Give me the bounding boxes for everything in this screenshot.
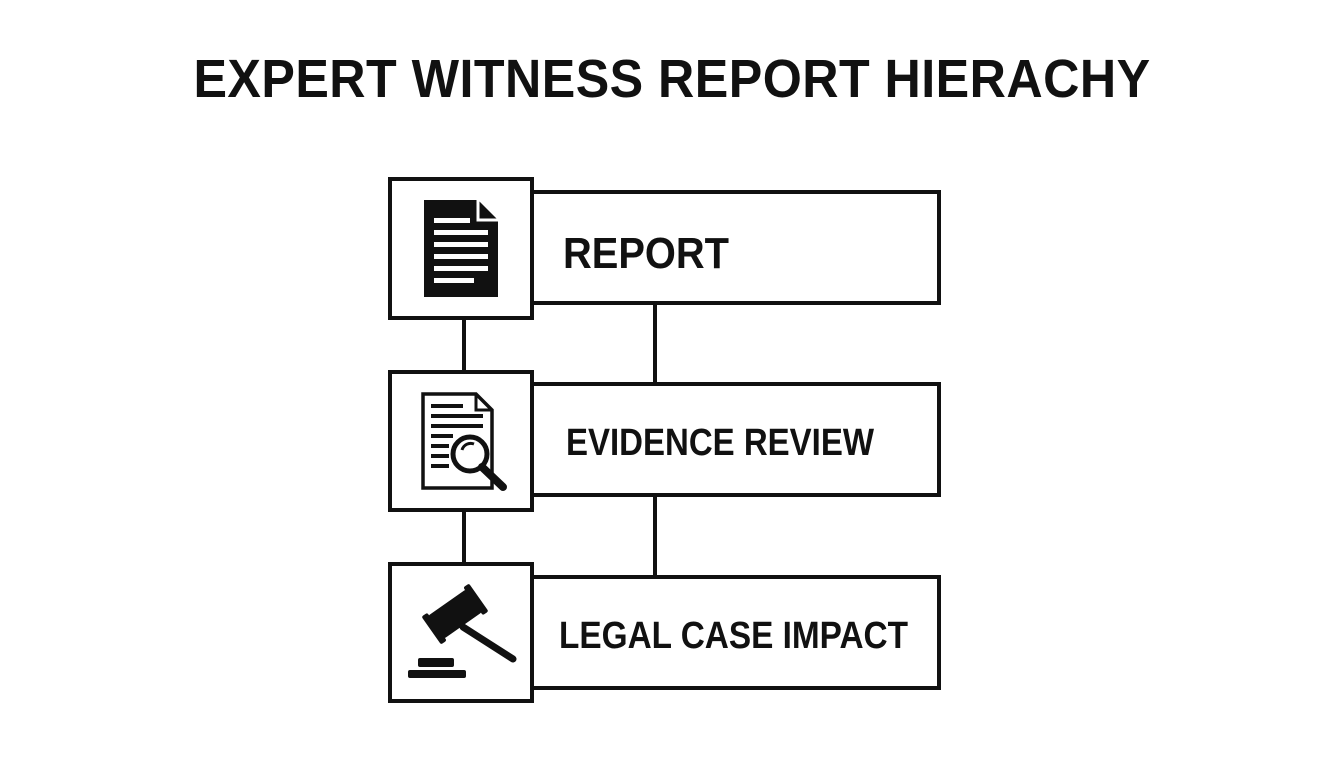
connectors bbox=[462, 303, 657, 577]
icon-box-legal-case-impact bbox=[388, 562, 534, 703]
level-label-evidence-review: EVIDENCE REVIEW bbox=[566, 422, 874, 464]
level-legal-case-impact: LEGAL CASE IMPACT bbox=[388, 562, 941, 703]
level-evidence-review: EVIDENCE REVIEW bbox=[388, 370, 941, 512]
diagram-title: EXPERT WITNESS REPORT HIERACHY bbox=[193, 49, 1151, 109]
document-search-icon bbox=[421, 392, 507, 491]
level-report: REPORT bbox=[388, 177, 941, 320]
document-icon bbox=[424, 200, 498, 297]
level-label-legal-case-impact: LEGAL CASE IMPACT bbox=[559, 615, 908, 657]
label-box-evidence-review bbox=[529, 382, 941, 497]
gavel-icon bbox=[408, 584, 517, 678]
level-label-report: REPORT bbox=[563, 229, 729, 278]
label-box-legal-case-impact bbox=[529, 575, 941, 690]
